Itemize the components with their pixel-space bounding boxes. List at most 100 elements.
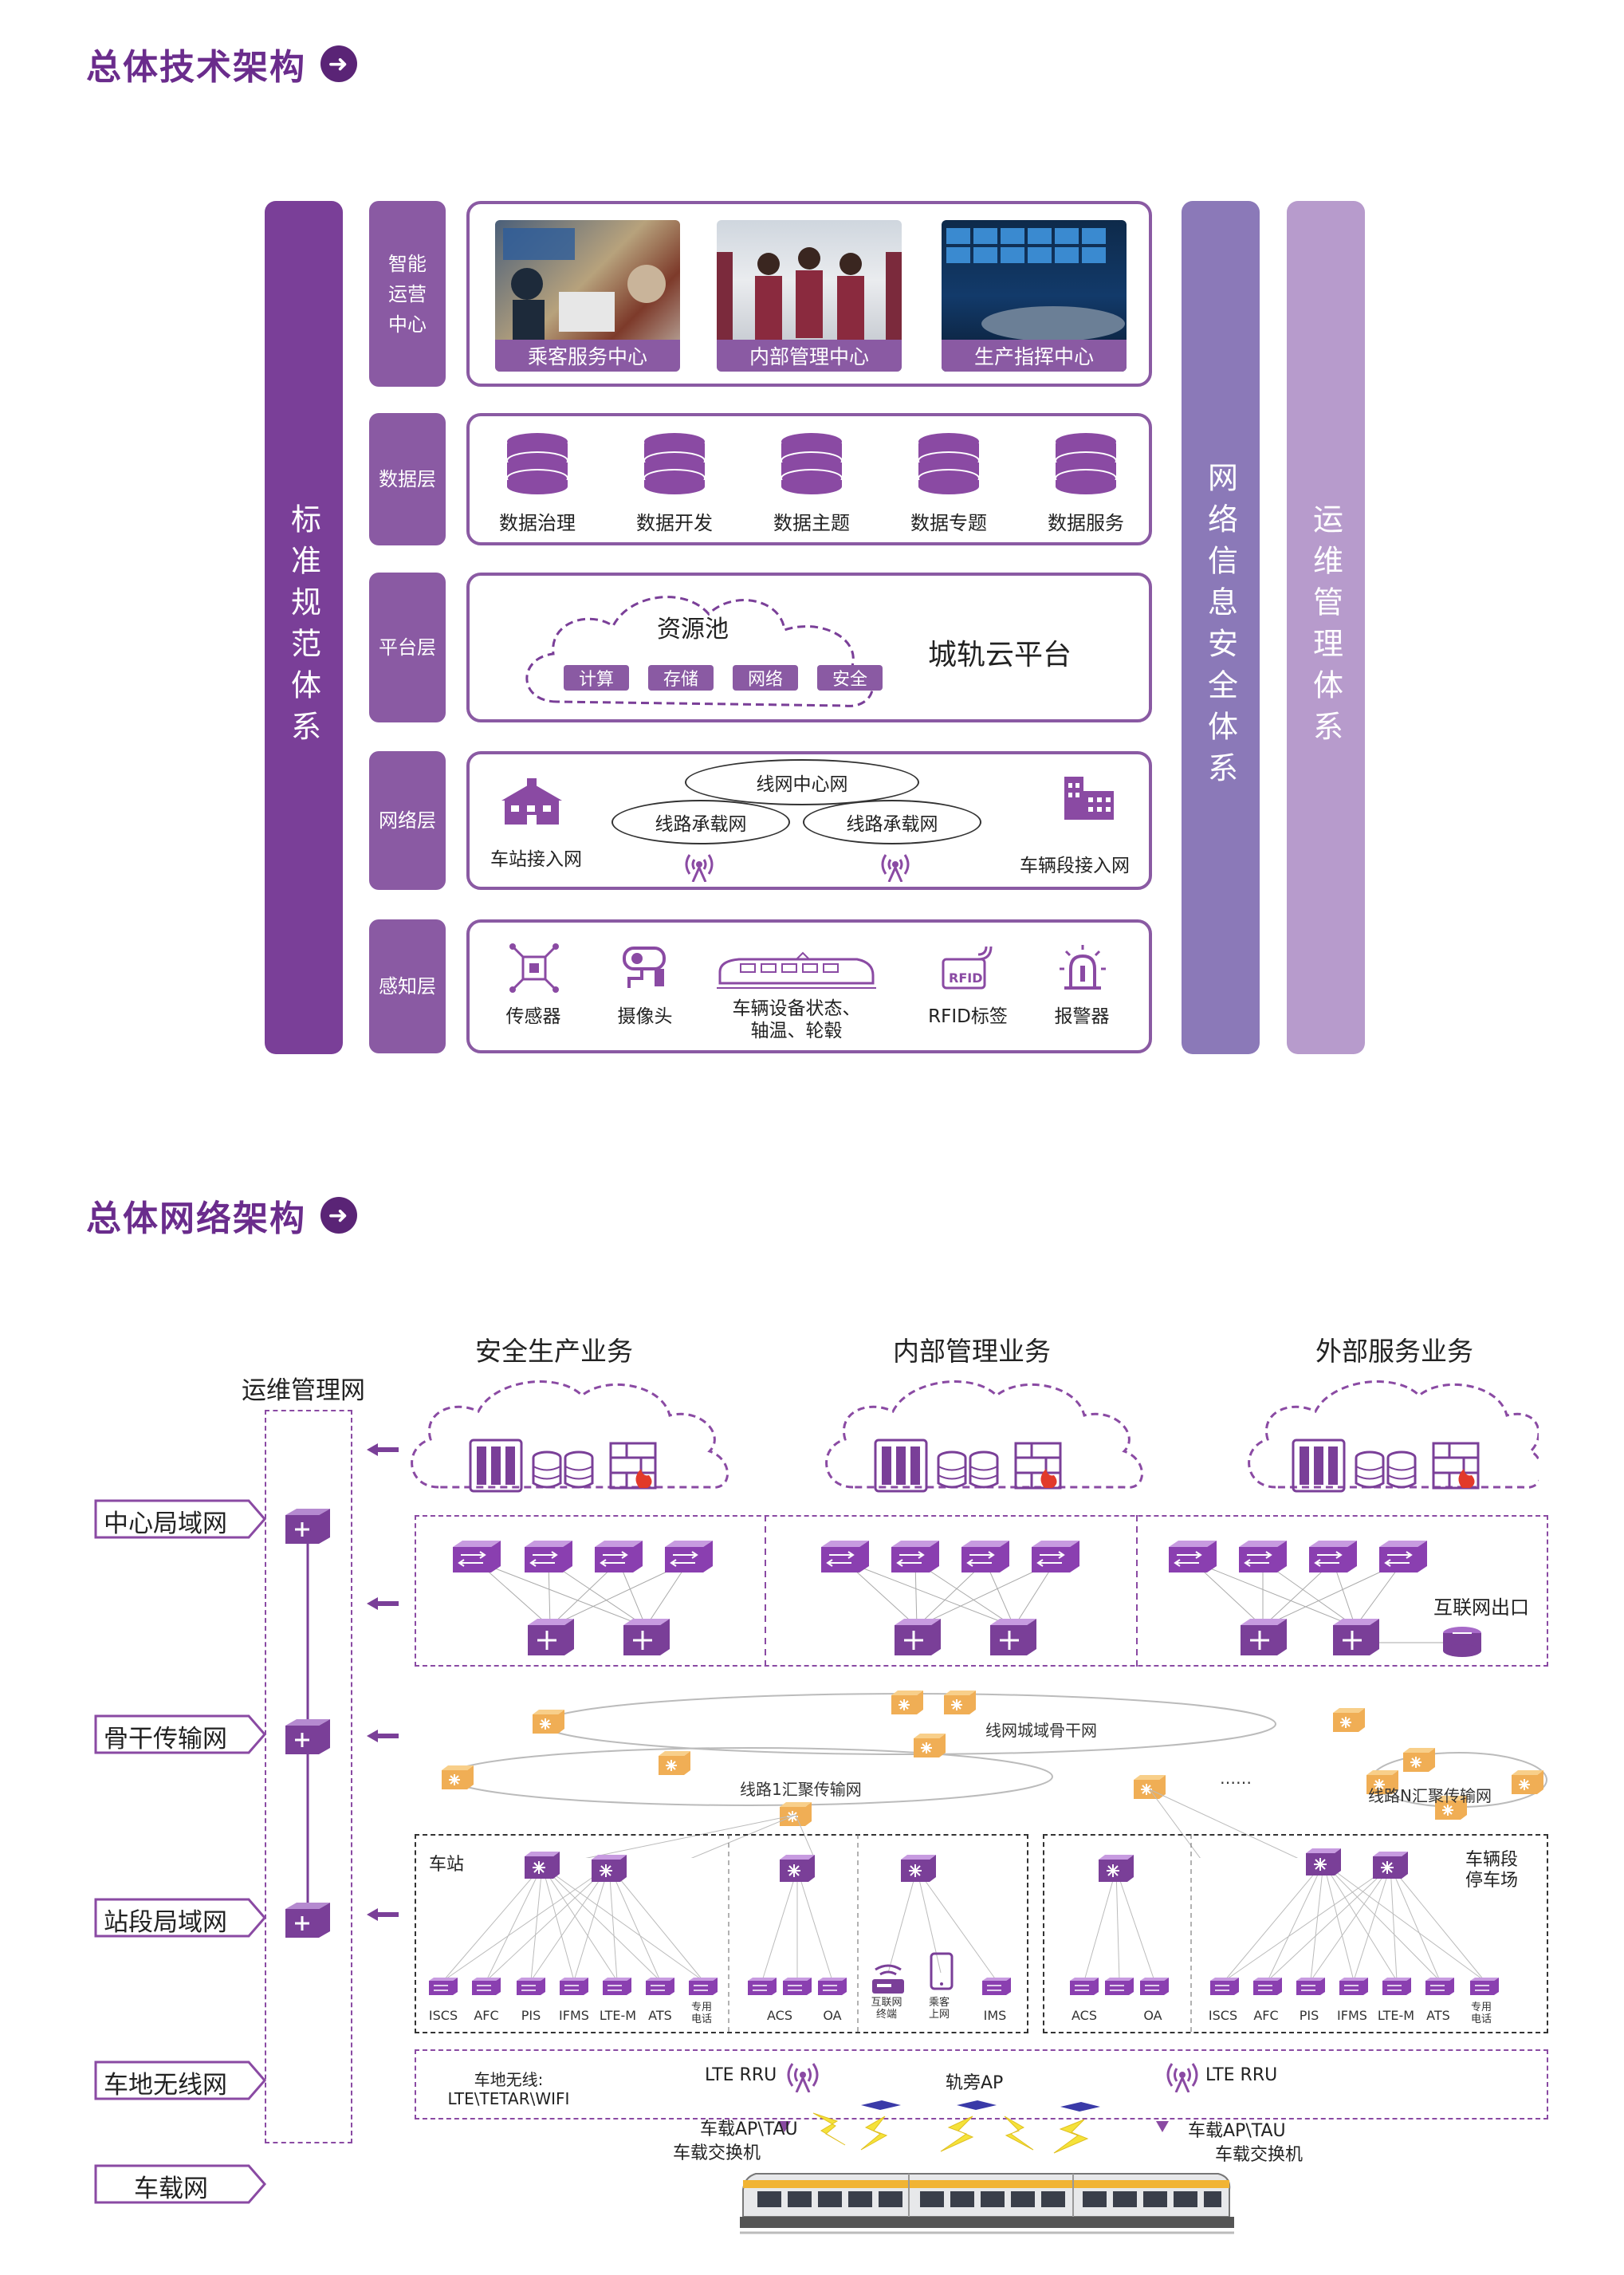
row-label-network: 网络层	[369, 751, 446, 890]
row-label-data: 数据层	[369, 413, 446, 545]
wireless-text: 车地无线: LTE\TETAR\WIFI	[447, 2070, 570, 2108]
data-topic-label: 数据主题	[773, 512, 850, 534]
data-service: 数据服务	[1026, 432, 1146, 535]
depot-lan-box	[1043, 1834, 1548, 2033]
data-service-label: 数据服务	[1048, 512, 1124, 534]
row-label-sensing: 感知层	[369, 919, 446, 1053]
ops-switch-icon	[285, 1719, 330, 1754]
station-lan-box	[415, 1834, 1028, 2033]
depot-access-label: 车辆段接入网	[1020, 856, 1130, 876]
cloud-outline	[525, 596, 874, 707]
lte-rru-2-label: LTE RRU	[1205, 2065, 1278, 2085]
trackside-ap-label: 轨旁AP	[946, 2073, 1004, 2093]
database-icon	[506, 433, 568, 494]
data-topic: 数据主题	[752, 432, 871, 535]
depot-phone: 专用 电话	[1470, 2001, 1492, 2025]
rfid-tag-icon	[942, 946, 993, 990]
photo-production-command: 生产指挥中心	[942, 220, 1127, 372]
sys-ats: ATS	[648, 2008, 672, 2023]
sys-phone: 专用 电话	[690, 2001, 712, 2025]
section1-title: 总体技术架构 ➜	[86, 38, 357, 89]
camera-icon	[623, 947, 666, 988]
row-label-ops: 智能运营中心	[369, 201, 446, 387]
center-lan-dividers	[765, 1515, 1138, 1667]
line1-net-label: 线路1汇聚传输网	[740, 1780, 862, 1799]
chip-compute: 计算	[564, 665, 629, 691]
backbone-label: 骨干传输网	[104, 1724, 227, 1753]
photo-internal-management: 内部管理中心	[717, 220, 902, 372]
center-lan-box	[415, 1515, 1548, 1667]
sys-afc: AFC	[474, 2008, 499, 2023]
rfid-label: RFID标签	[928, 1006, 1008, 1027]
row-box-network: 车站接入网 线网中心网 线路承载网 线路承载网 车辆段接入网	[466, 751, 1152, 890]
business-safety: 安全生产业务	[475, 1336, 633, 1367]
cloud-platform-label: 城轨云平台	[928, 639, 1072, 671]
depot-pis: PIS	[1299, 2008, 1319, 2023]
caption-production-command: 生产指挥中心	[942, 340, 1127, 372]
internet-exit-label: 互联网出口	[1433, 1596, 1529, 1619]
lan-dividers	[728, 1834, 1192, 2033]
caption-internal-management: 内部管理中心	[717, 340, 902, 372]
business-clouds	[411, 1380, 1539, 1489]
depot-afc: AFC	[1253, 2008, 1279, 2023]
data-special: 数据专题	[889, 432, 1009, 535]
data-special-label: 数据专题	[910, 512, 987, 534]
center-lan-switches	[452, 1540, 1481, 1657]
sys-ims: IMS	[983, 2008, 1007, 2023]
wireless-label: 车地无线网	[104, 2070, 227, 2100]
security-bar-text: 网络信息安全体系	[1202, 462, 1238, 793]
camera-label: 摄像头	[617, 1006, 673, 1027]
sys-ltem: LTE-M	[599, 2008, 637, 2023]
sys-internet-terminal: 互联网 终端	[871, 1997, 902, 2021]
row-label-platform: 平台层	[369, 573, 446, 722]
backbone-rings	[441, 1690, 1547, 1858]
ops-bar: 运维管理体系	[1287, 201, 1365, 1054]
resource-pool-label: 资源池	[657, 616, 729, 644]
database-icon	[643, 433, 706, 494]
standard-bar-text: 标准规范体系	[285, 503, 321, 752]
wireless-links	[778, 2100, 1169, 2154]
data-governance: 数据治理	[478, 432, 597, 535]
tag-shapes	[94, 1499, 266, 2204]
sys-passenger-wifi: 乘客 上网	[928, 1997, 950, 2021]
lan-devices	[428, 1848, 1500, 1996]
ops-switch-icon	[285, 1509, 330, 1544]
sys-oa-2: OA	[1143, 2008, 1162, 2023]
data-development-label: 数据开发	[636, 512, 713, 534]
depot-iscs: ISCS	[1208, 2008, 1238, 2023]
ap-tau-2-label: 车载AP\TAU	[1188, 2121, 1286, 2141]
row-label-platform-text: 平台层	[379, 636, 436, 659]
chip-network: 网络	[733, 665, 798, 691]
row-label-network-text: 网络层	[379, 809, 436, 832]
section1-title-text: 总体技术架构	[86, 47, 306, 88]
ap-tau-1-label: 车载AP\TAU	[700, 2120, 798, 2139]
chip-storage: 存储	[648, 665, 714, 691]
ops-net-label: 运维管理网	[242, 1376, 365, 1405]
alarm-label: 报警器	[1054, 1006, 1110, 1027]
database-icon	[1055, 433, 1117, 494]
cloud-devices	[469, 1439, 1480, 1493]
section2-title-text: 总体网络架构	[86, 1199, 306, 1239]
row-box-data: 数据治理 数据开发 数据主题 数据专题 数据服务	[466, 413, 1152, 545]
row-box-ops: 乘客服务中心 内部管理中心 生产指挥中心	[466, 201, 1152, 387]
depot-ifms: IFMS	[1337, 2008, 1367, 2023]
data-development: 数据开发	[615, 432, 734, 535]
depot-ats: ATS	[1426, 2008, 1450, 2023]
lte-rru-1-label: LTE RRU	[705, 2065, 777, 2085]
vehicle-net-label: 车载网	[134, 2174, 208, 2203]
center-lan-label: 中心局域网	[104, 1509, 227, 1538]
vehicle-status-label: 车辆设备状态、 轴温、轮毂	[732, 998, 861, 1041]
database-icon	[918, 433, 980, 494]
row-box-sensing: 传感器 摄像头 车辆设备状态、 轴温、轮毂 RFID RFID标签 报警器	[466, 919, 1152, 1053]
photo-passenger-service: 乘客服务中心	[495, 220, 680, 372]
line-net-oval-2: 线路承载网	[803, 800, 981, 844]
caption-passenger-service: 乘客服务中心	[495, 340, 680, 372]
business-external: 外部服务业务	[1315, 1336, 1473, 1367]
sys-acs-1: ACS	[767, 2008, 792, 2023]
train-icon	[717, 951, 876, 989]
alarm-icon	[1060, 945, 1106, 990]
center-net-oval: 线网中心网	[685, 759, 919, 805]
rfid-badge-text: RFID	[949, 970, 983, 986]
arrow-right-icon: ➜	[320, 1197, 357, 1234]
line-net-oval-1: 线路承载网	[611, 800, 790, 844]
